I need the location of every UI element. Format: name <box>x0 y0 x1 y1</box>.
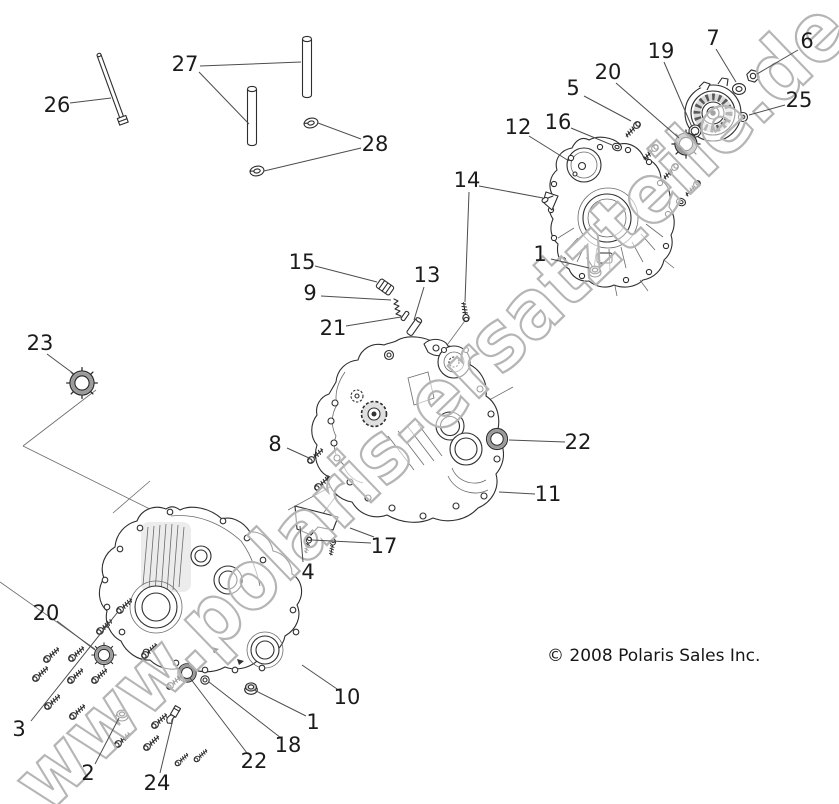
callout-label-8: 8 <box>268 432 281 456</box>
callout-label-14: 14 <box>454 168 481 192</box>
callout-label-22: 22 <box>241 749 268 773</box>
callout-label-20: 20 <box>595 60 622 84</box>
dowel-pin-27b <box>246 85 258 147</box>
callout-label-13: 13 <box>414 263 441 287</box>
leader-line-20 <box>56 620 96 651</box>
pin-14-target <box>541 195 554 204</box>
leader-line-1 <box>253 689 307 717</box>
clip-28b <box>248 164 266 178</box>
leader-line-28 <box>317 122 362 140</box>
plug-15 <box>375 278 395 296</box>
leader-line-25 <box>748 104 786 116</box>
callout-label-12: 12 <box>505 115 532 139</box>
nut-18 <box>200 675 210 685</box>
rear-cover-group <box>541 136 675 297</box>
dowel-13 <box>406 317 423 336</box>
leader-line-21 <box>345 316 402 327</box>
dowel-pin-27a <box>301 35 313 99</box>
leader-line-5 <box>583 95 632 122</box>
callout-label-21: 21 <box>320 316 347 340</box>
bottom-hardware-group <box>30 596 258 768</box>
callout-label-17: 17 <box>371 534 398 558</box>
leader-line-7 <box>715 48 737 83</box>
outer-crankcase-group <box>98 506 303 674</box>
leader-line-26 <box>69 97 112 104</box>
leader-line-14 <box>464 191 470 303</box>
case-edge-holes <box>327 385 501 520</box>
callout-label-11: 11 <box>535 482 562 506</box>
leader-line-22 <box>508 439 566 443</box>
callout-label-26: 26 <box>44 93 71 117</box>
leader-line-16 <box>570 127 613 146</box>
callout-label-6: 6 <box>800 29 813 53</box>
callout-label-7: 7 <box>706 26 719 50</box>
callout-label-9: 9 <box>303 281 316 305</box>
clutch-drum-group <box>610 68 762 208</box>
leader-line-8 <box>286 447 310 459</box>
leader-line-13 <box>413 286 425 321</box>
callout-label-15: 15 <box>289 250 316 274</box>
callout-label-10: 10 <box>334 685 361 709</box>
leader-line-4 <box>299 525 304 563</box>
callout-label-3: 3 <box>12 717 25 741</box>
callout-label-24: 24 <box>144 771 171 795</box>
callout-label-16: 16 <box>545 110 572 134</box>
callout-label-28: 28 <box>362 132 389 156</box>
long-bolt-26 <box>96 52 129 126</box>
leader-line-19 <box>663 61 693 128</box>
callout-label-2: 2 <box>81 761 94 785</box>
leader-line-20 <box>615 82 680 139</box>
leader-line-1 <box>550 258 590 269</box>
leader-line-3 <box>30 612 118 722</box>
pin-21 <box>400 310 410 322</box>
callout-label-20: 20 <box>33 601 60 625</box>
leader-line-15 <box>314 265 378 283</box>
leader-line-12 <box>528 135 570 162</box>
nut-1-bottom <box>244 682 258 695</box>
leader-line-24 <box>159 718 174 774</box>
bracket-group <box>294 505 339 556</box>
callout-label-27: 27 <box>172 52 199 76</box>
leader-line-22 <box>189 677 248 754</box>
callout-label-1: 1 <box>533 242 546 266</box>
callout-label-22: 22 <box>565 430 592 454</box>
oil-nozzle-24 <box>166 705 182 724</box>
leader-line-23 <box>46 353 75 375</box>
leader-line-6 <box>756 49 799 75</box>
leader-line-17 <box>311 539 372 544</box>
leader-line-9 <box>320 295 392 301</box>
callout-label-1: 1 <box>306 710 319 734</box>
leader-line-14 <box>478 185 544 199</box>
leader-line-2 <box>94 717 120 765</box>
seal-22-mid <box>485 427 509 451</box>
callout-label-23: 23 <box>27 331 54 355</box>
callout-label-25: 25 <box>786 88 813 112</box>
callout-label-19: 19 <box>648 39 675 63</box>
leader-line-10 <box>301 664 341 692</box>
detent-group <box>305 278 509 493</box>
callout-label-4: 4 <box>301 560 314 584</box>
leader-line-11 <box>498 491 536 495</box>
sprocket <box>360 400 388 428</box>
callout-label-18: 18 <box>275 733 302 757</box>
clip-28a <box>302 116 320 130</box>
inner-crankcase-group <box>311 336 505 523</box>
leader-line-27 <box>199 61 302 67</box>
callout-label-5: 5 <box>566 76 579 100</box>
washer-7 <box>731 83 747 95</box>
copyright-text: © 2008 Polaris Sales Inc. <box>547 646 760 666</box>
leader-line-28 <box>263 147 362 172</box>
spring-9 <box>393 298 402 317</box>
leader-line-18 <box>208 681 282 739</box>
leader-line-17 <box>349 527 375 538</box>
leader-line-27 <box>198 71 250 125</box>
